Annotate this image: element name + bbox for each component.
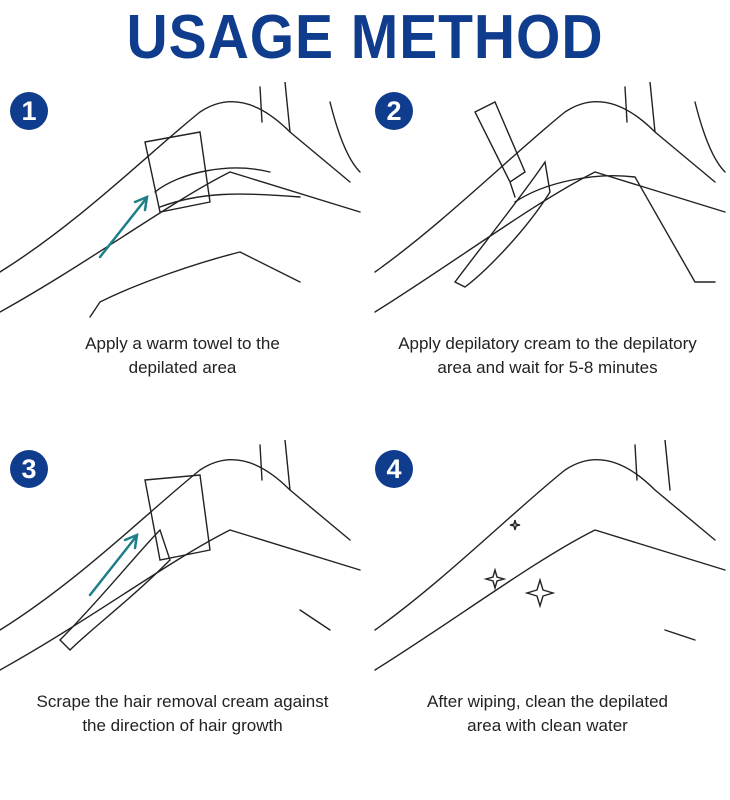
step-number-badge: 4 bbox=[375, 450, 413, 488]
leg-scrape-illustration bbox=[0, 440, 361, 671]
step-number-badge: 1 bbox=[10, 92, 48, 130]
step-caption: area with clean water bbox=[467, 716, 628, 735]
step-2-panel: 2 Apply depilatory cream to the depilato… bbox=[365, 82, 730, 442]
step-1-panel: 1 Apply a warm towel to the depilated are… bbox=[0, 82, 365, 442]
leg-cream-illustration bbox=[374, 82, 726, 313]
step-caption: Apply depilatory cream to the depilatory bbox=[398, 334, 697, 353]
step-caption: After wiping, clean the depilated bbox=[427, 692, 668, 711]
step-4-panel: 4 After wiping, clean the depilated area … bbox=[365, 440, 730, 800]
clean-leg-illustration bbox=[374, 440, 726, 671]
upward-arrow-icon bbox=[98, 194, 149, 259]
leg-towel-illustration bbox=[0, 82, 361, 318]
upward-arrow-icon bbox=[88, 532, 139, 597]
step-caption: the direction of hair growth bbox=[82, 716, 283, 735]
step-number-badge: 2 bbox=[375, 92, 413, 130]
step-number-badge: 3 bbox=[10, 450, 48, 488]
step-caption: depilated area bbox=[128, 358, 237, 377]
step-caption: Scrape the hair removal cream against bbox=[36, 692, 329, 711]
step-caption: Apply a warm towel to the bbox=[85, 334, 280, 353]
step-3-panel: 3 Scrape the hair removal cream against t… bbox=[0, 440, 365, 800]
step-caption: area and wait for 5-8 minutes bbox=[437, 358, 658, 377]
page-title: USAGE METHOD bbox=[126, 3, 604, 72]
